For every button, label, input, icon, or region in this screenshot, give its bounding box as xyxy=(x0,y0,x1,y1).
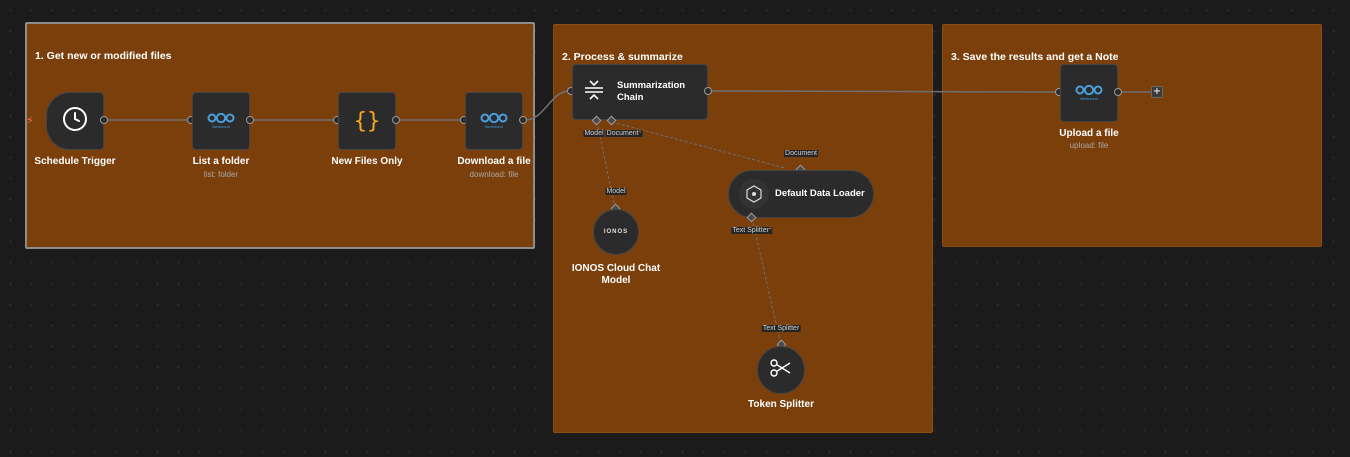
token-splitter-node[interactable] xyxy=(757,346,805,394)
new-files-only-node[interactable]: {} xyxy=(338,92,396,150)
ionos-icon: IONOS xyxy=(603,229,629,235)
sticky-note-save[interactable]: 3. Save the results and get a Note xyxy=(942,24,1322,247)
node-label: IONOS Cloud Chat Model xyxy=(571,263,661,286)
default-data-loader-node[interactable]: Default Data Loader xyxy=(728,170,874,218)
output-port[interactable] xyxy=(392,116,400,124)
sticky-note-get-files[interactable]: 1. Get new or modified files xyxy=(25,22,535,249)
node-label: Token Splitter xyxy=(748,399,814,410)
connection-loader-to-chain xyxy=(611,121,786,169)
output-port[interactable] xyxy=(246,116,254,124)
node-label: New Files Only xyxy=(331,156,403,167)
output-port[interactable] xyxy=(704,87,712,95)
node-subtitle: upload: file xyxy=(1069,141,1109,150)
node-label: Summarization Chain xyxy=(617,80,686,103)
connection-chain-to-upload xyxy=(709,90,1059,93)
compress-icon xyxy=(583,79,605,106)
sticky-note-title: 3. Save the results and get a Note xyxy=(951,51,1119,63)
scissors-icon xyxy=(770,358,792,382)
clock-icon xyxy=(62,106,88,137)
sticky-note-title: 2. Process & summarize xyxy=(562,51,683,63)
hexagon-icon xyxy=(739,179,769,209)
download-file-node[interactable]: Nextcloud xyxy=(465,92,523,150)
port-label-document: Document xyxy=(784,150,818,157)
node-subtitle: list: folder xyxy=(203,170,239,179)
node-label: Download a file xyxy=(457,156,531,167)
connection-splitter-to-loader xyxy=(751,217,782,346)
code-braces-icon: {} xyxy=(353,108,381,134)
nextcloud-icon: Nextcloud xyxy=(480,113,508,129)
nextcloud-icon: Nextcloud xyxy=(1075,85,1103,101)
port-label-model: Model xyxy=(583,130,605,137)
nextcloud-icon: Nextcloud xyxy=(207,113,235,129)
node-subtitle: download: file xyxy=(469,170,519,179)
node-label: List a folder xyxy=(192,156,250,167)
list-folder-node[interactable]: Nextcloud xyxy=(192,92,250,150)
trigger-bolt-icon: ⚡ xyxy=(26,114,34,127)
sticky-note-title: 1. Get new or modified files xyxy=(35,50,172,62)
node-label: Schedule Trigger xyxy=(34,156,116,167)
port-label-text-splitter: Text Splitter xyxy=(761,325,801,332)
summarization-chain-node[interactable]: Summarization Chain xyxy=(572,64,708,120)
ionos-chat-model-node[interactable]: IONOS xyxy=(593,209,639,255)
node-label: Default Data Loader xyxy=(775,188,865,199)
port-label-text-splitter: Text Splitter* xyxy=(731,227,773,234)
port-label-document: Document* xyxy=(605,130,643,137)
add-node-button[interactable]: + xyxy=(1151,86,1163,98)
output-port[interactable] xyxy=(519,116,527,124)
upload-file-node[interactable]: Nextcloud xyxy=(1060,64,1118,122)
port-label-model: Model xyxy=(605,188,627,195)
output-port[interactable] xyxy=(1114,88,1122,96)
output-port[interactable] xyxy=(100,116,108,124)
schedule-trigger-node[interactable] xyxy=(46,92,104,150)
node-label: Upload a file xyxy=(1059,128,1119,139)
connection-download-to-chain xyxy=(524,90,571,121)
